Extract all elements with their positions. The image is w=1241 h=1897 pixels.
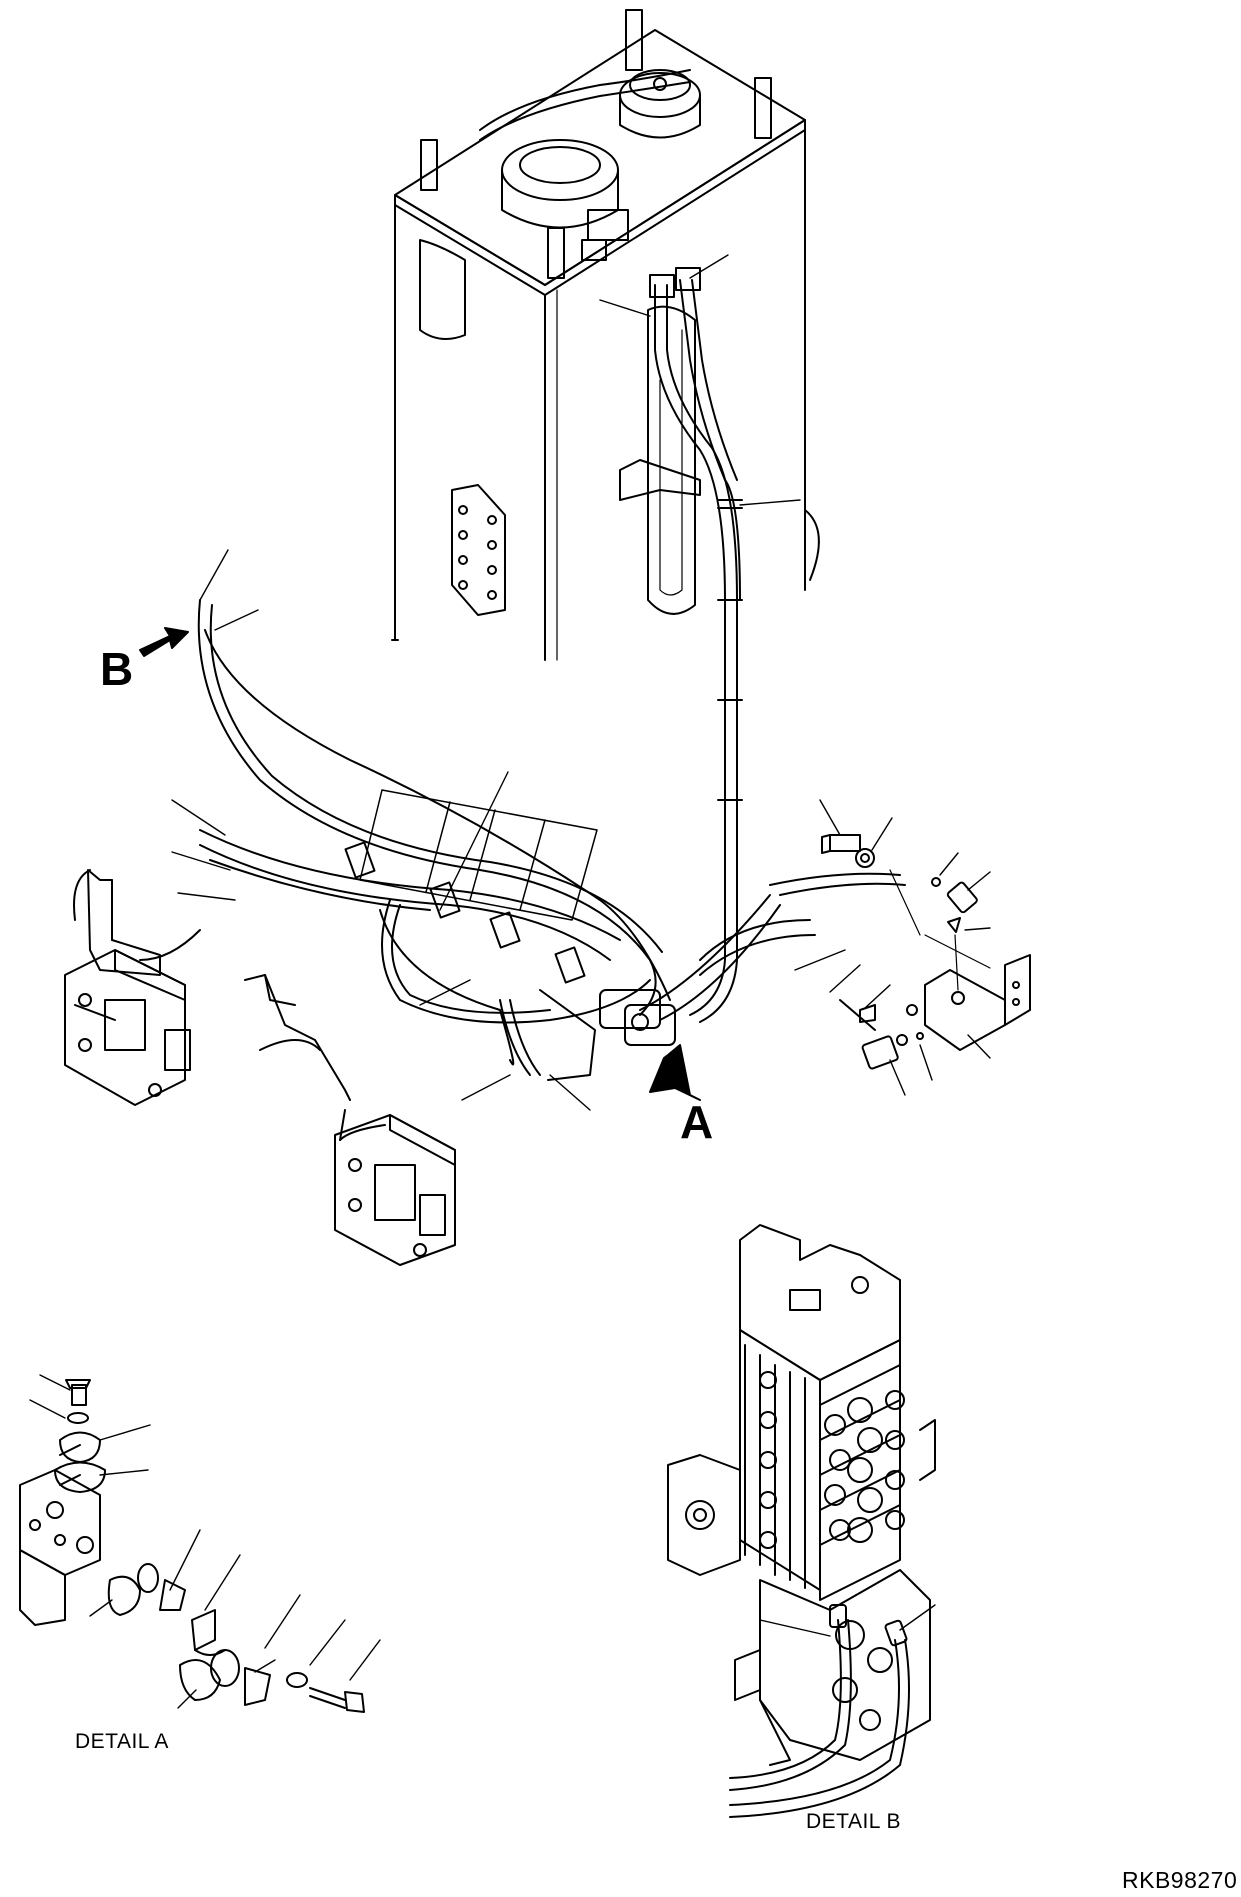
detail-a-exploded-view bbox=[19, 1374, 381, 1713]
pilot-valve-lower bbox=[244, 974, 456, 1266]
fittings-assembly bbox=[821, 834, 1031, 1070]
hydraulic-tank-column bbox=[391, 9, 820, 661]
view-arrow-b bbox=[139, 627, 189, 657]
figure-code: RKB98270 bbox=[1122, 1867, 1238, 1893]
detail-b-caption: DETAIL B bbox=[806, 1810, 902, 1833]
reference-grid bbox=[359, 789, 598, 921]
return-hoses bbox=[649, 267, 743, 1023]
pilot-hose-bundle bbox=[197, 599, 906, 1081]
view-label-a: A bbox=[680, 1096, 714, 1148]
view-arrow-a bbox=[649, 1044, 701, 1101]
view-label-b: B bbox=[100, 643, 134, 695]
leader-lines bbox=[171, 254, 991, 1111]
pilot-valve-upper bbox=[64, 869, 201, 1106]
detail-b-control-valve bbox=[667, 1224, 936, 1818]
detail-a-caption: DETAIL A bbox=[75, 1730, 169, 1753]
